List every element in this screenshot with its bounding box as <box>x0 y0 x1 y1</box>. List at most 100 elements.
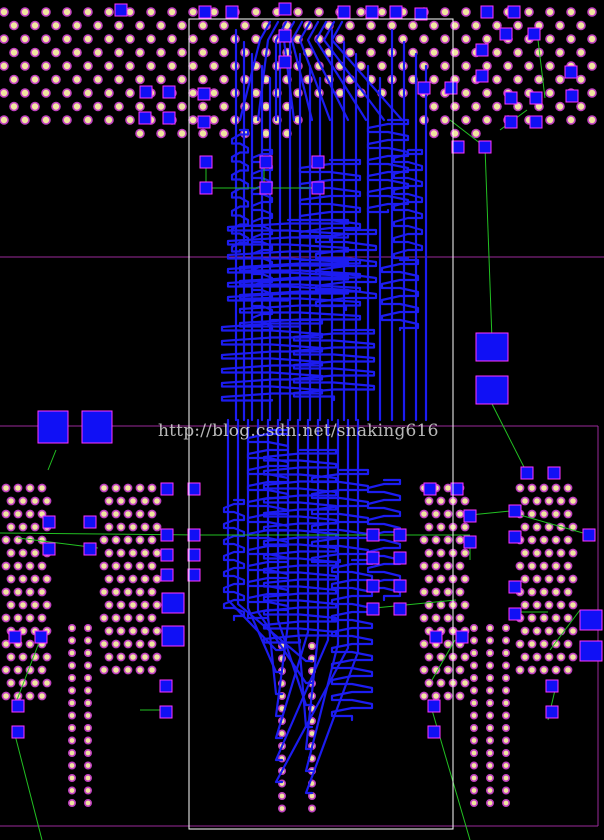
via <box>461 7 471 17</box>
smd-pad <box>463 509 477 523</box>
smd-pad <box>11 725 25 739</box>
via <box>219 47 229 58</box>
via <box>450 47 460 58</box>
via <box>25 587 35 597</box>
via <box>9 20 19 31</box>
via <box>116 522 126 532</box>
via <box>104 548 114 558</box>
via-field <box>0 7 597 813</box>
via <box>455 691 465 701</box>
via <box>545 34 555 44</box>
via <box>116 574 126 584</box>
smd-pad <box>565 89 579 103</box>
via <box>198 47 208 58</box>
via <box>532 496 542 506</box>
via <box>440 61 450 71</box>
smd-pad <box>197 115 211 129</box>
via <box>566 7 576 17</box>
via <box>6 652 16 662</box>
smd-pad <box>159 679 173 693</box>
via <box>140 522 150 532</box>
via <box>13 509 23 519</box>
via <box>492 101 502 112</box>
via <box>30 496 40 506</box>
via <box>440 34 450 44</box>
via <box>99 639 109 649</box>
via <box>104 61 114 71</box>
via <box>431 509 441 519</box>
via <box>563 483 573 493</box>
via <box>123 535 133 545</box>
via <box>83 88 93 98</box>
smd-pad <box>389 5 403 19</box>
via <box>41 61 51 71</box>
via <box>532 652 542 662</box>
via <box>501 736 510 745</box>
via <box>527 587 537 597</box>
via <box>485 648 494 657</box>
smd-pad <box>444 81 458 95</box>
via <box>188 115 198 125</box>
via <box>443 509 453 519</box>
via <box>450 101 460 112</box>
via <box>431 587 441 597</box>
via <box>515 561 525 571</box>
smd-pad <box>187 548 201 562</box>
via <box>501 748 510 757</box>
smd-pad <box>311 181 325 195</box>
smd-pad <box>529 91 543 105</box>
smd-pad <box>545 705 559 719</box>
via <box>37 535 47 545</box>
via <box>469 661 478 670</box>
via <box>125 61 135 71</box>
via <box>568 548 578 558</box>
via <box>135 101 145 112</box>
via <box>419 639 429 649</box>
ratsnest-line <box>431 639 456 681</box>
via <box>469 786 478 795</box>
via <box>42 678 52 688</box>
via <box>13 665 23 675</box>
via <box>123 665 133 675</box>
smd-pad <box>160 482 174 496</box>
via <box>485 711 494 720</box>
via <box>419 587 429 597</box>
via <box>84 761 93 770</box>
via <box>13 483 23 493</box>
via <box>99 535 109 545</box>
via <box>469 748 478 757</box>
via <box>501 698 510 707</box>
via <box>152 496 162 506</box>
signal-trace <box>226 418 284 652</box>
via <box>84 698 93 707</box>
via <box>128 496 138 506</box>
via <box>30 574 40 584</box>
via <box>314 7 324 17</box>
via <box>377 61 387 71</box>
via <box>128 600 138 610</box>
via <box>30 74 40 85</box>
signal-trace <box>304 418 360 795</box>
via <box>424 678 434 688</box>
via <box>123 561 133 571</box>
smd-pad <box>160 548 174 562</box>
via <box>68 773 77 782</box>
via <box>62 34 72 44</box>
smd-pad <box>527 27 541 41</box>
via <box>135 74 145 85</box>
signal-trace <box>366 118 410 214</box>
via <box>125 88 135 98</box>
via <box>424 574 434 584</box>
via <box>177 20 187 31</box>
via <box>99 561 109 571</box>
via <box>532 600 542 610</box>
signal-trace <box>246 418 284 674</box>
via <box>177 128 187 139</box>
via <box>104 7 114 17</box>
smd-pad <box>199 155 213 169</box>
via <box>563 561 573 571</box>
via <box>539 587 549 597</box>
via <box>503 61 513 71</box>
via <box>147 639 157 649</box>
via <box>568 496 578 506</box>
